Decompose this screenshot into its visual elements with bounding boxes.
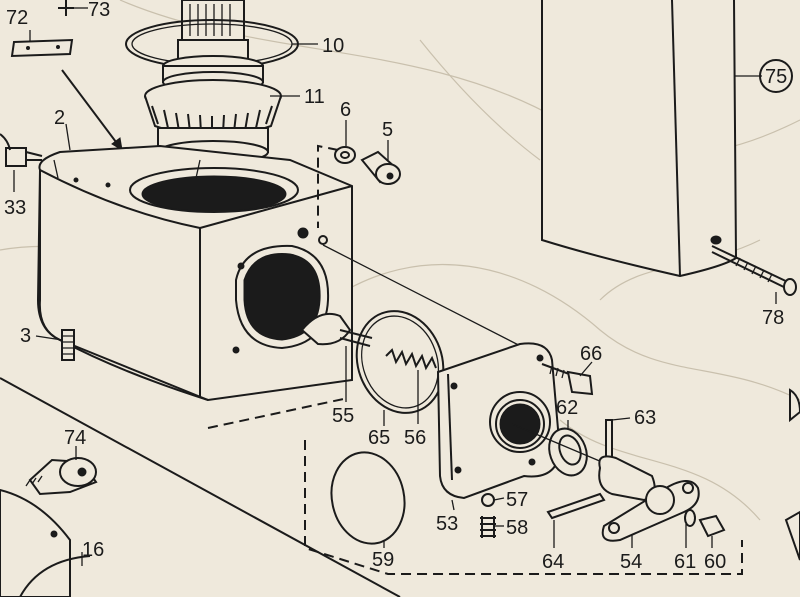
plug-74 — [25, 457, 98, 496]
callout-74: 74 — [64, 427, 86, 449]
callout-75: 75 — [765, 66, 787, 88]
bushing-54 — [598, 455, 700, 542]
callout-60: 60 — [704, 551, 726, 573]
pin-63 — [605, 419, 613, 461]
stud-3 — [61, 329, 75, 361]
bolt-60 — [698, 514, 726, 538]
callout-59: 59 — [372, 549, 394, 571]
screw-78 — [711, 245, 797, 296]
callout-55: 55 — [332, 405, 354, 427]
ball-57 — [481, 493, 495, 507]
callout-72: 72 — [6, 7, 28, 29]
spring-58 — [480, 516, 496, 538]
screw-73 — [58, 0, 74, 16]
callout-66: 66 — [580, 343, 602, 365]
callout-61: 61 — [674, 551, 696, 573]
callout-16: 16 — [82, 539, 104, 561]
callout-64: 64 — [542, 551, 564, 573]
frame-edge — [0, 377, 401, 597]
o-ring-65-inner — [361, 315, 439, 409]
callout-11: 11 — [304, 86, 325, 108]
callout-75-circle — [759, 59, 793, 93]
callout-54: 54 — [620, 551, 642, 573]
leg-housing — [541, 0, 738, 278]
lower-housing-16 — [0, 488, 91, 597]
plate-arrowhead — [111, 137, 123, 151]
callout-5: 5 — [382, 119, 393, 141]
callout-6: 6 — [340, 99, 351, 121]
edge-part-lower — [784, 510, 800, 561]
callout-58: 58 — [506, 517, 528, 539]
seal-62 — [548, 427, 588, 477]
callout-65: 65 — [368, 427, 390, 449]
callout-63: 63 — [634, 407, 656, 429]
washer-61 — [684, 509, 696, 527]
callout-3: 3 — [20, 325, 31, 347]
callout-33: 33 — [4, 197, 26, 219]
cover-plate — [436, 342, 562, 500]
callout-53: 53 — [436, 513, 458, 535]
edge-part — [789, 388, 800, 423]
shield-plate — [10, 38, 74, 58]
plate-pointer — [61, 69, 123, 151]
bolt-66 — [541, 363, 594, 396]
alignment-lines — [207, 144, 743, 575]
callout-73: 73 — [88, 0, 110, 21]
axis-line — [511, 423, 603, 463]
callout-56: 56 — [404, 427, 426, 449]
stud-33 — [0, 133, 43, 167]
spring-56 — [385, 348, 437, 371]
callout-2: 2 — [54, 107, 65, 129]
leader-lines — [13, 7, 777, 566]
gear-housing — [36, 144, 353, 402]
shift-shaft — [300, 312, 373, 347]
callout-78: 78 — [762, 307, 784, 329]
callout-10: 10 — [322, 35, 344, 57]
snap-ring-59 — [330, 451, 406, 545]
washer-6 — [334, 146, 356, 164]
screw-5 — [360, 150, 401, 185]
callout-62: 62 — [556, 397, 578, 419]
pin-64 — [546, 492, 606, 520]
callout-57: 57 — [506, 489, 528, 511]
callout-labels: 72 73 10 11 75 6 5 2 33 3 78 66 55 65 56… — [4, 0, 787, 573]
shaft-collar — [162, 39, 264, 93]
